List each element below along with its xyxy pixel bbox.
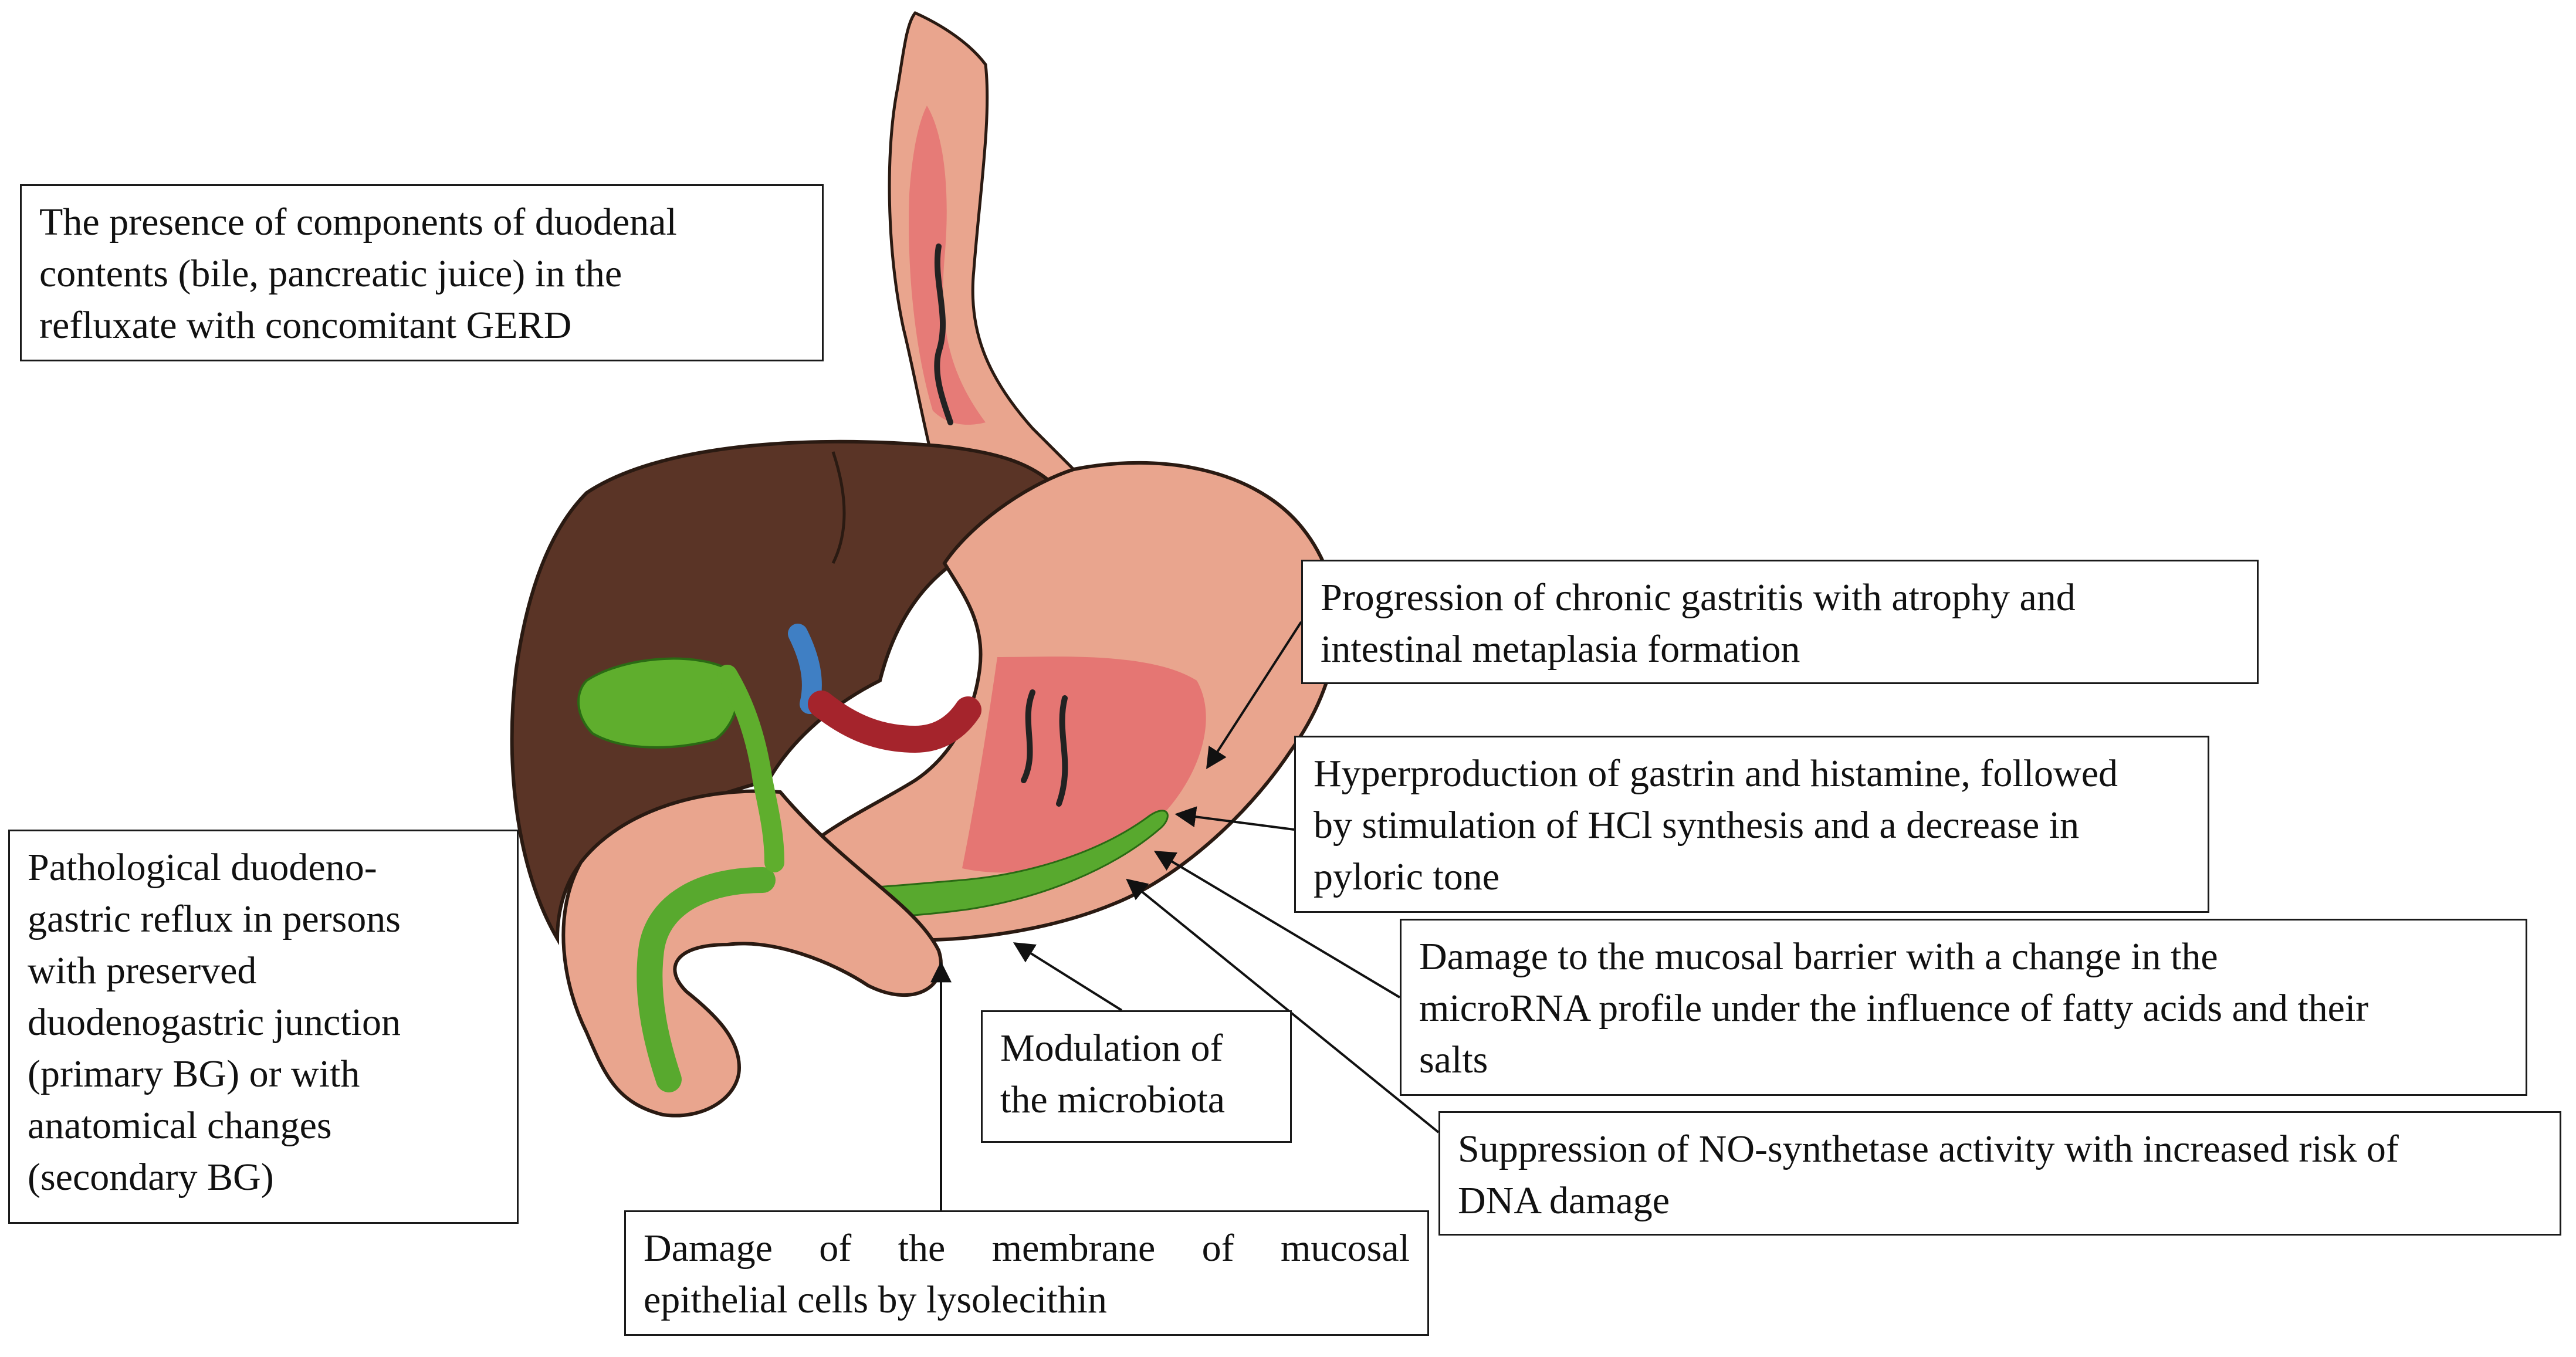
esophagus-mucosa xyxy=(909,106,986,425)
common-bile-duct xyxy=(717,665,784,872)
arrow-hyperproduction xyxy=(1174,806,1295,831)
label-line: pyloric tone xyxy=(1314,855,1500,898)
label-line: Pathological duodeno- xyxy=(28,846,377,889)
label-line: (secondary BG) xyxy=(28,1156,274,1199)
label-line: Damage of the membrane of mucosal xyxy=(644,1227,1410,1270)
label-line: (primary BG) or with xyxy=(28,1053,360,1095)
label-box-progression: Progression of chronic gastritis with at… xyxy=(1301,560,2259,684)
label-box-pathological-reflux: Pathological duodeno- gastric reflux in … xyxy=(8,830,519,1224)
stomach-bile-streak-2 xyxy=(1056,695,1068,807)
gallbladder xyxy=(577,657,739,749)
label-box-hyperproduction: Hyperproduction of gastrin and histamine… xyxy=(1294,736,2209,913)
label-line: by stimulation of HCl synthesis and a de… xyxy=(1314,804,2080,847)
label-box-microbiota: Modulation of the microbiota xyxy=(981,1010,1292,1143)
label-box-lysolecithin: Damage of the membrane of mucosal epithe… xyxy=(624,1210,1429,1336)
label-line: The presence of components of duodenal xyxy=(39,201,677,243)
label-box-no-synthetase: Suppression of NO-synthetase activity wi… xyxy=(1438,1111,2561,1236)
label-line: DNA damage xyxy=(1458,1179,1670,1222)
arrow-suppression xyxy=(1126,878,1440,1133)
label-line: duodenogastric junction xyxy=(28,1001,401,1044)
arrow-progression xyxy=(1206,621,1302,770)
arrow-microbiota xyxy=(1013,942,1123,1011)
label-box-mucosal-barrier: Damage to the mucosal barrier with a cha… xyxy=(1400,919,2527,1096)
label-line: Damage to the mucosal barrier with a cha… xyxy=(1419,935,2218,978)
label-line: the microbiota xyxy=(1000,1078,1226,1121)
label-line: Suppression of NO-synthetase activity wi… xyxy=(1458,1128,2399,1170)
label-box-duodenal-contents: The presence of components of duodenal c… xyxy=(20,184,824,361)
arrow-damage-barrier xyxy=(1153,851,1401,999)
label-line: with preserved xyxy=(28,949,257,992)
label-line: Progression of chronic gastritis with at… xyxy=(1321,576,2076,619)
label-line: microRNA profile under the influence of … xyxy=(1419,987,2369,1030)
label-line: Hyperproduction of gastrin and histamine… xyxy=(1314,752,2118,795)
esophagus-bile-streak xyxy=(934,243,953,425)
label-line: contents (bile, pancreatic juice) in the xyxy=(39,252,622,295)
arrows xyxy=(930,621,1440,1210)
label-line: salts xyxy=(1419,1038,1488,1081)
portal-vessel xyxy=(808,691,981,753)
liver-fissure xyxy=(831,451,846,564)
label-line: Modulation of xyxy=(1000,1027,1223,1070)
stomach-bile-streak-1 xyxy=(1021,689,1035,783)
label-line: intestinal metaplasia formation xyxy=(1321,628,1800,671)
duodenum-bile xyxy=(637,867,776,1092)
label-line: refluxate with concomitant GERD xyxy=(39,304,572,347)
label-line: gastric reflux in persons xyxy=(28,898,401,940)
label-line: anatomical changes xyxy=(28,1104,332,1147)
label-line: epithelial cells by lysolecithin xyxy=(644,1278,1107,1321)
